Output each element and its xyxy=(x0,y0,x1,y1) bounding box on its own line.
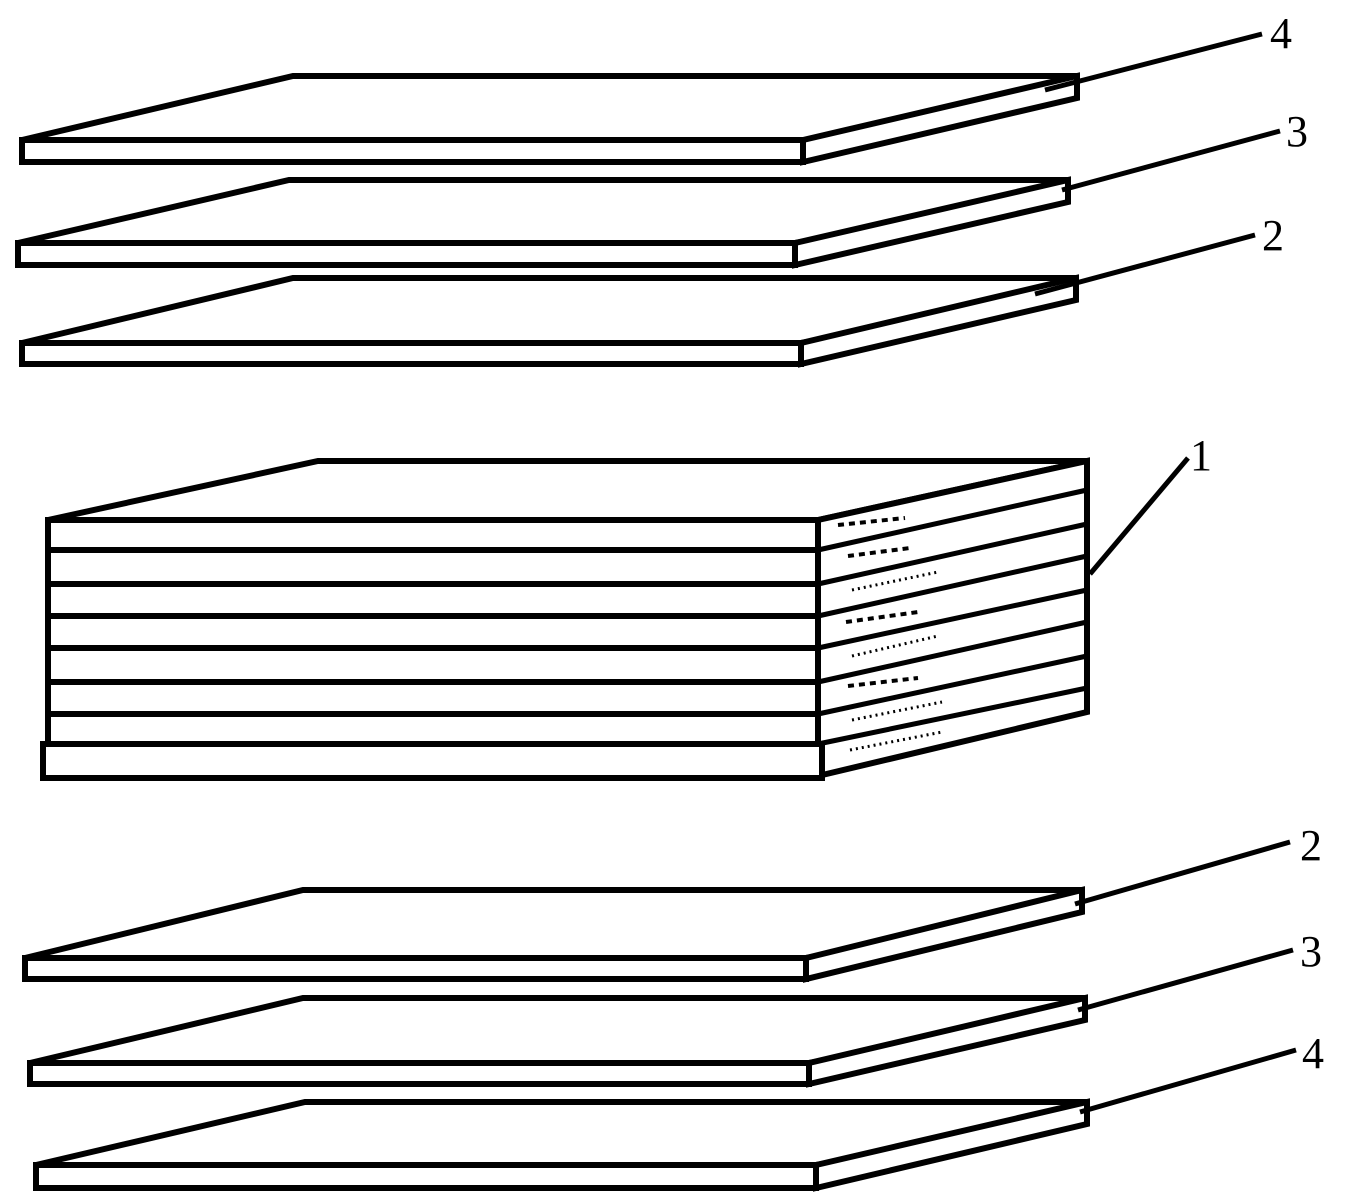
plate-top-3 xyxy=(15,176,1071,269)
plate-top-2 xyxy=(19,274,1079,368)
leader-line-stack-1 xyxy=(1088,456,1190,576)
label-bottom-4: 4 xyxy=(1302,1029,1324,1078)
leader-line-bottom-4 xyxy=(1079,1047,1297,1115)
leader-line-bottom-2 xyxy=(1074,839,1291,907)
plate-bottom-3 xyxy=(27,994,1088,1088)
label-top-2: 2 xyxy=(1262,211,1284,260)
label-bottom-2: 2 xyxy=(1300,821,1322,870)
plate-top-4 xyxy=(19,72,1080,166)
label-bottom-3: 3 xyxy=(1300,927,1322,976)
plate-bottom-4 xyxy=(33,1098,1090,1192)
leader-line-top-4 xyxy=(1044,31,1263,93)
plate-bottom-2 xyxy=(22,886,1085,983)
leader-line-top-3 xyxy=(1061,128,1281,193)
leader-line-top-2 xyxy=(1034,232,1256,297)
stack-1 xyxy=(40,457,1090,781)
label-stack-1: 1 xyxy=(1190,431,1212,480)
label-top-4: 4 xyxy=(1270,9,1292,58)
leader-line-bottom-3 xyxy=(1077,947,1294,1013)
label-top-3: 3 xyxy=(1286,107,1308,156)
